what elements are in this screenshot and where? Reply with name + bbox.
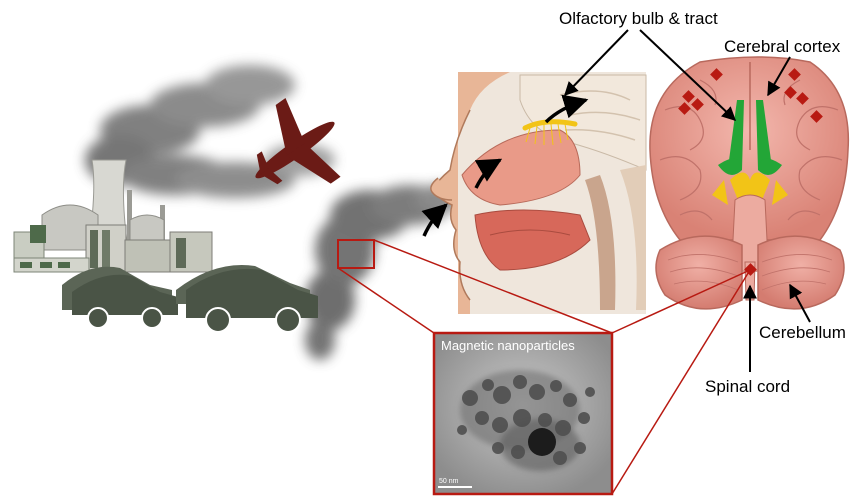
tem-scale-bar-label: 50 nm [439, 478, 459, 485]
airplane-icon [255, 98, 341, 185]
tem-micrograph: Magnetic nanoparticles 50 nm [432, 331, 614, 496]
car-icon [72, 274, 178, 315]
cerebellum-label: Cerebellum [759, 323, 846, 342]
tem-inset-connectors [337, 239, 751, 495]
tem-title: Magnetic nanoparticles [441, 338, 575, 353]
smoke-sample-box [337, 239, 375, 269]
brain-illustration [649, 56, 850, 310]
car-group-left [62, 266, 178, 329]
car-group-right [176, 265, 318, 333]
spinal-cord-label: Spinal cord [705, 377, 790, 396]
olfactory-bulb-label: Olfactory bulb & tract [559, 9, 718, 28]
car-icon [186, 268, 318, 318]
power-plant-icon [13, 159, 213, 273]
cerebral-cortex-label: Cerebral cortex [724, 37, 841, 56]
head-section-illustration [421, 72, 647, 314]
label-arrows [564, 29, 811, 372]
